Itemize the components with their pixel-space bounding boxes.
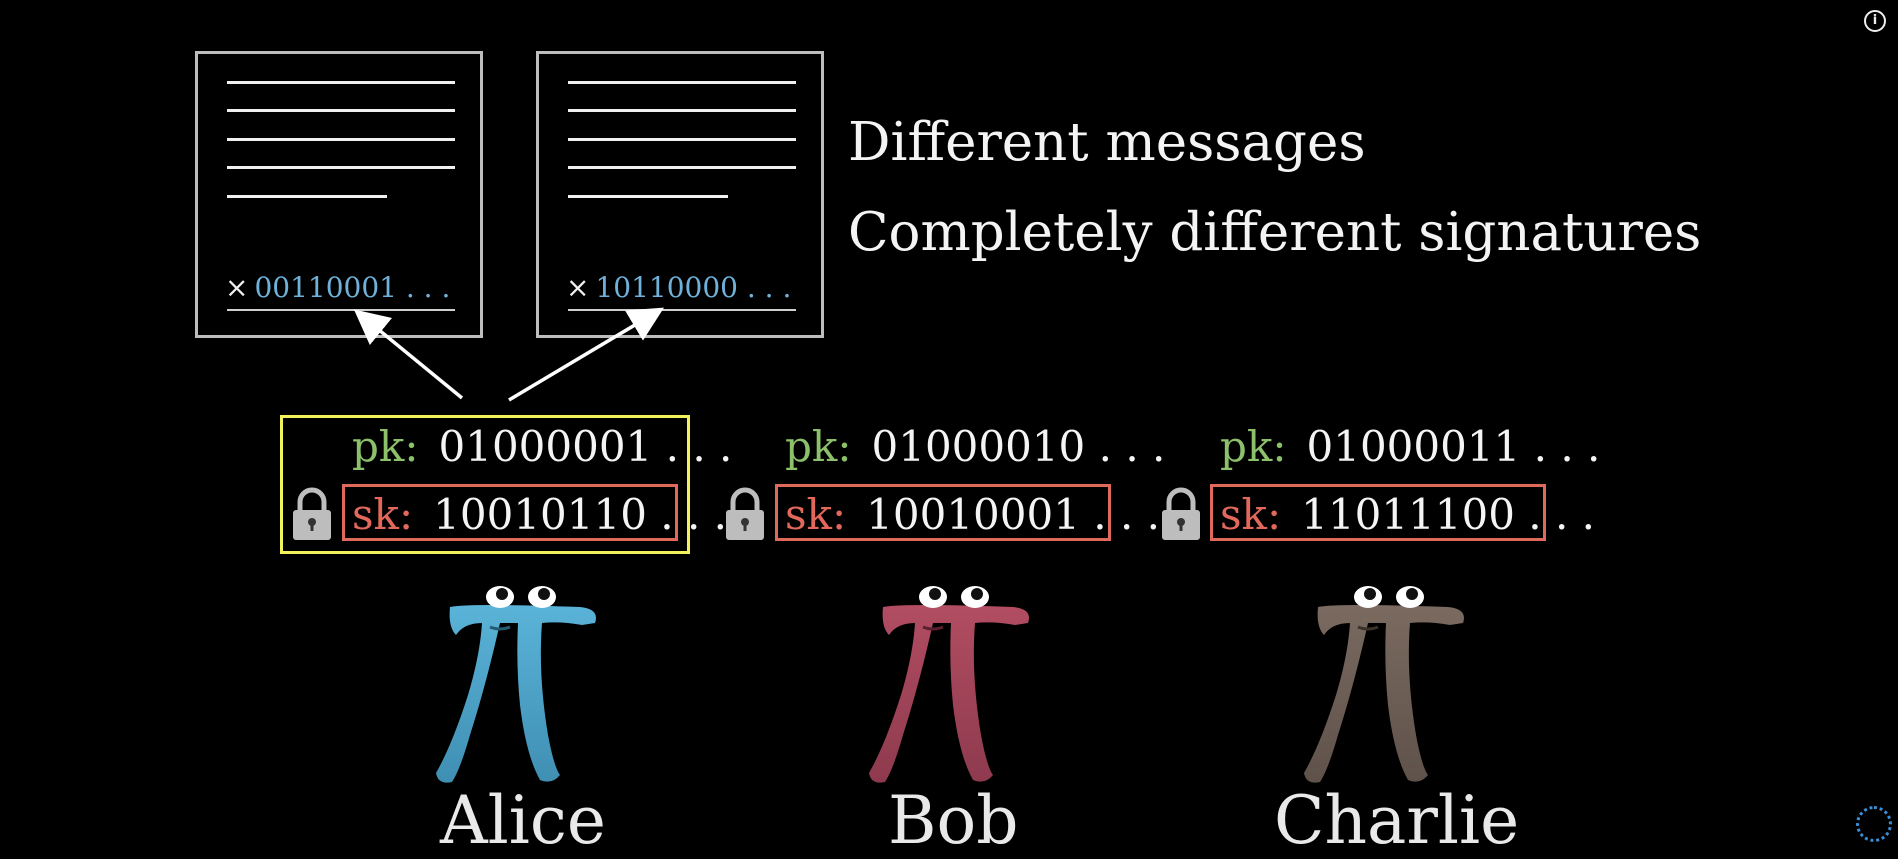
charlie-public-key: pk: 01000011 . . . xyxy=(1220,422,1600,471)
bob-public-key: pk: 01000010 . . . xyxy=(785,422,1165,471)
sk-label: sk: xyxy=(785,490,847,539)
text-line xyxy=(227,109,455,112)
pk-value: 01000011 . . . xyxy=(1306,422,1601,471)
pk-value: 01000001 . . . xyxy=(438,422,733,471)
charlie-pi-creature xyxy=(1304,586,1464,783)
signature-line xyxy=(227,309,455,311)
signature-line xyxy=(568,309,796,311)
lock-icon xyxy=(1162,487,1200,540)
signature: ×00110001 . . . xyxy=(225,271,450,304)
sk-value: 11011100 . . . xyxy=(1301,490,1596,539)
lock-icon xyxy=(293,487,331,540)
text-line xyxy=(568,81,796,84)
name-bob: Bob xyxy=(888,782,1019,859)
text-line xyxy=(568,109,796,112)
lock-icon xyxy=(726,487,764,540)
sk-label: sk: xyxy=(352,490,414,539)
bob-secret-key: sk: 10010001 . . . xyxy=(785,490,1160,539)
charlie-sk-box xyxy=(1210,484,1546,541)
sk-label: sk: xyxy=(1220,490,1282,539)
pk-value: 01000010 . . . xyxy=(871,422,1166,471)
sk-value: 10010001 . . . xyxy=(866,490,1161,539)
text-line xyxy=(227,166,455,169)
text-line xyxy=(568,138,796,141)
alice-pi-creature xyxy=(436,586,596,783)
alice-highlight-box xyxy=(280,415,690,554)
text-line xyxy=(568,195,728,198)
pk-label: pk: xyxy=(352,422,419,471)
signature-value: 10110000 . . . xyxy=(595,271,792,304)
alice-secret-key: sk: 10010110 . . . xyxy=(352,490,727,539)
channel-logo[interactable] xyxy=(1856,806,1892,842)
alice-sk-box xyxy=(342,484,678,541)
caption-different-messages: Different messages xyxy=(848,112,1366,173)
text-line xyxy=(568,166,796,169)
text-line xyxy=(227,195,387,198)
caption-different-signatures: Completely different signatures xyxy=(848,202,1702,263)
text-line xyxy=(227,138,455,141)
text-line xyxy=(227,81,455,84)
cross-mark: × xyxy=(225,271,249,304)
bob-sk-box xyxy=(775,484,1111,541)
alice-public-key: pk: 01000001 . . . xyxy=(352,422,732,471)
sk-value: 10010110 . . . xyxy=(433,490,728,539)
document-right: ×10110000 . . . xyxy=(536,51,824,338)
pk-label: pk: xyxy=(1220,422,1287,471)
name-charlie: Charlie xyxy=(1274,782,1520,859)
bob-pi-creature xyxy=(869,586,1029,783)
signature-value: 00110001 . . . xyxy=(254,271,451,304)
signature: ×10110000 . . . xyxy=(566,271,791,304)
cross-mark: × xyxy=(566,271,590,304)
pk-label: pk: xyxy=(785,422,852,471)
charlie-secret-key: sk: 11011100 . . . xyxy=(1220,490,1595,539)
name-alice: Alice xyxy=(440,782,606,859)
document-left: ×00110001 . . . xyxy=(195,51,483,338)
info-icon[interactable]: i xyxy=(1864,10,1886,32)
